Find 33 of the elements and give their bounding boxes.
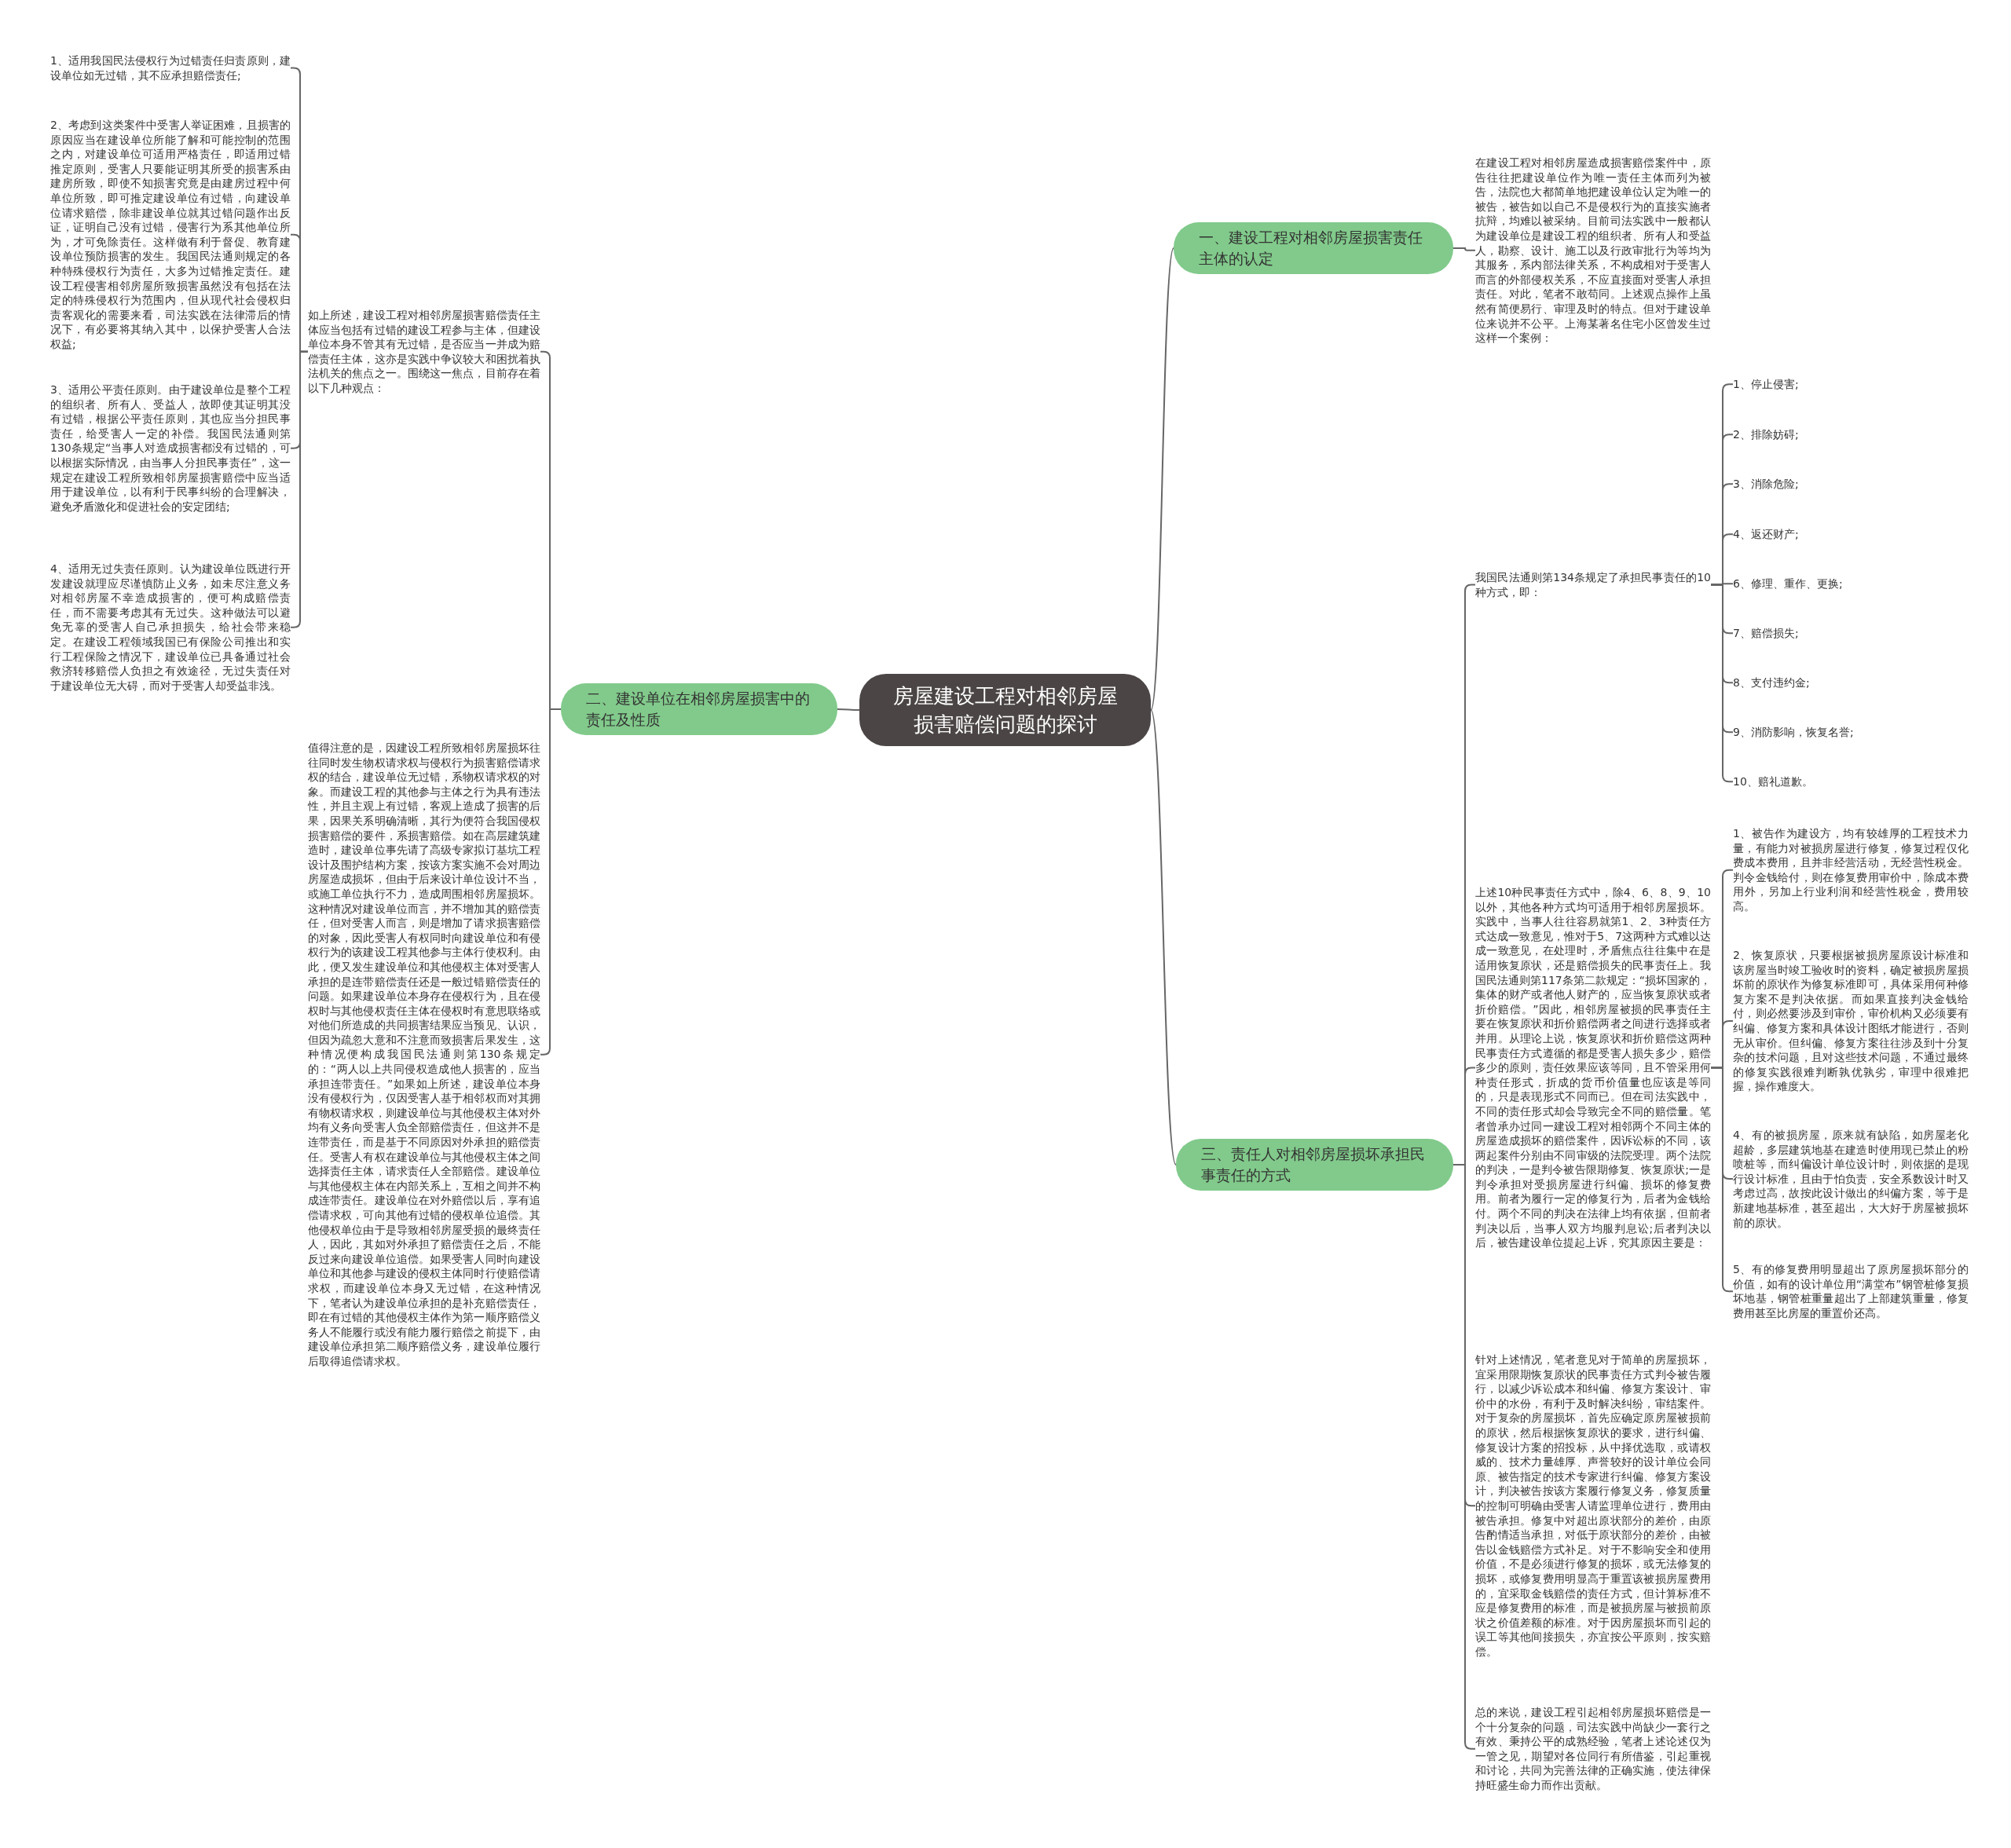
branch-topic: 二、建设单位在相邻房屋损害中的责任及性质 bbox=[561, 683, 837, 735]
note-text: 8、支付违约金; bbox=[1733, 675, 1929, 690]
note-text: 值得注意的是，因建设工程所致相邻房屋损坏往往同时发生物权请求权与侵权行为损害赔偿请求权的结合，建设单位无过错，系物权请求权的对象。而建设工程的其他参与主体之行为具有违法性，并且主观上有过错，客观上造成了损害的后果，因果关系明确清晰，其行为便符合我国侵权损害赔偿的要件，系损害赔偿。如在高层建筑建造时，建设单位事先请了高级专家拟订基坑工程设计及围护结构方案，按该方案实施不会对周边房屋造成损坏，但由于后来设计单位设计不当，或施工单位执行不力，造成周围相邻房屋损坏。这种情况对建设单位而言，并不增加其的赔偿责任，但对受害人而言，则是增加了请求损害赔偿的对象，因此受害人有权同时向建设单位和有侵权行为的该建设工程其他参与主体行使权利。由此，便又发生建设单位和其他侵权主体对受害人承担的是连带赔偿责任还是一般过错赔偿责任的问题。如果建设单位本身存在侵权行为，且在侵权时与其他侵权责任主体在侵权时有意思联络或对他们所造成的共同损害结果应当预见、认识，但因为疏忽大意和不注意而致损害后果发生，这种情况便构成我国民法通则第130条规定的：“两人以上共同侵权造成他人损害的，应当承担连带责任。”如果如上所述，建设单位本身没有侵权行为，仅因受害人基于相邻权而对其拥有物权请求权，则建设单位与其他侵权主体对外均有义务向受害人负全部赔偿责任，但这并不是连带责任，而是基于不同原因对外承担的赔偿责任。受害人有权在建设单位与其他侵权主体之间选择责任主体，请求责任人全部赔偿。建设单位与其他侵权主体在内部关系上，互相之间并不构成连带责任。建设单位在对外赔偿以后，享有追偿请求权，可向其他有过错的侵权单位追偿。其他侵权单位由于是导致相邻房屋受损的最终责任人，因此，其如对外承担了赔偿责任之后，不能反过来向建设单位追偿。如果受害人同时向建设单位和其他参与建设的侵权主体同时行使赔偿请求权，而建设单位本身又无过错，在这种情况下，笔者认为建设单位承担的是补充赔偿责任，即在有过错的其他侵权主体作为第一顺序赔偿义务人不能履行或没有能力履行赔偿之前提下，由建设单位承担第二顺序赔偿义务，建设单位履行后取得追偿请求权。 bbox=[308, 741, 540, 1369]
note-text: 7、赔偿损失; bbox=[1733, 626, 1929, 641]
note-text: 1、适用我国民法侵权行为过错责任归责原则，建设单位如无过错，其不应承担赔偿责任; bbox=[50, 53, 291, 83]
note-text: 9、消防影响，恢复名誉; bbox=[1733, 725, 1929, 740]
note-text: 5、有的修复费用明显超出了原房屋损坏部分的价值，如有的设计单位用“满堂布”钢管桩修复损坏地基，钢管桩重量超出了上部建筑重量，修复费用甚至比房屋的重置价还高。 bbox=[1733, 1262, 1969, 1321]
connector-line bbox=[1150, 247, 1174, 711]
note-text: 针对上述情况，笔者意见对于简单的房屋损坏，宜采用限期恢复原状的民事责任方式判令被告履行，以减少诉讼成本和纠偏、修复方案设计、审价中的水份，有利于及时解决纠纷，审结案件。对于复杂的房屋损坏，首先应确定原房屋被损前的原状，然后根据恢复原状的要求，进行纠偏、修复设计方案的招投标，从中择优选取，或请权威的、技术力量雄厚、声誉较好的设计单位会同原、被告指定的技术专家进行纠偏、修复方案设计，判决被告按该方案履行修复义务，修复质量的控制可明确由受害人请监理单位进行，费用由被告承担。修复中对超出原状部分的差价，由原告酌情适当承担，对低于原状部分的差价，由被告以金钱赔偿方式补足。对于不影响安全和使用价值，不是必须进行修复的损坏，或无法修复的损坏，或修复费用明显高于重置该被损房屋费用的，宜采取金钱赔偿的责任方式，但计算标准不应是修复费用的标准，而是被损房屋与被损前原状之价值差额的标准。对于因房屋损坏而引起的误工等其他间接损失，亦宜按公平原则，按实赔偿。 bbox=[1475, 1352, 1711, 1660]
connector-line bbox=[1452, 247, 1476, 251]
note-text: 3、消除危险; bbox=[1733, 477, 1929, 492]
note-text: 1、停止侵害; bbox=[1733, 377, 1929, 392]
note-text: 在建设工程对相邻房屋造成损害赔偿案件中，原告往往把建设单位作为唯一责任主体而列为被告，法院也大都简单地把建设单位认定为唯一的被告，被告如以自己不是侵权行为的直接实施者抗辩，均难以被采纳。目前司法实践中一般都认为建设单位是建设工程的组织者、所有人和受益人，勘察、设计、施工以及行政审批行为等均为其服务，系内部法律关系，不构成相对于受害人而言的外部侵权关系，不应直接面对受害人承担责任。对此，笔者不敢苟同。上述观点操作上虽然有简便易行、审理及时的特点。但对于建设单位来说并不公平。上海某著名住宅小区曾发生过这样一个案例： bbox=[1475, 156, 1711, 346]
note-text: 1、被告作为建设方，均有较雄厚的工程技术力量，有能力对被损房屋进行修复，修复过程仅化费成本费用，且并非经营活动，无经营性税金。判令金钱给付，则在修复费用审价中，除成本费用外，另加上行业利润和经营性税金，费用较高。 bbox=[1733, 826, 1969, 914]
note-text: 6、修理、重作、更换; bbox=[1733, 576, 1929, 591]
note-text: 总的来说，建设工程引起相邻房屋损坏赔偿是一个十分复杂的问题，司法实践中尚缺少一套行之有效、秉持公平的成熟经验，笔者上述论述仅为一管之见，期望对各位同行有所借鉴，引起重视和讨论，共同为完善法律的正确实施，使法律保持旺盛生命力而作出贡献。 bbox=[1475, 1705, 1711, 1793]
note-text: 如上所述，建设工程对相邻房屋损害赔偿责任主体应当包括有过错的建设工程参与主体，但建设单位本身不管其有无过错，是否应当一并成为赔偿责任主体，这亦是实践中争议较大和困扰着执法机关的焦点之一。围绕这一焦点，目前存在着以下几种观点： bbox=[308, 308, 540, 396]
note-text: 10、赔礼道歉。 bbox=[1733, 774, 1929, 789]
note-text: 2、排除妨碍; bbox=[1733, 427, 1929, 442]
note-text: 4、适用无过失责任原则。认为建设单位既进行开发建设就理应尽谨慎防止义务，如未尽注意义务对相邻房屋不幸造成损害的，便可构成赔偿责任，而不需要考虑其有无过失。这种做法可以避免无辜的受害人自己承担损失，给社会带来稳定。在建设工程领域我国已有保险公司推出和实行工程保险之情况下，建设单位已具备通过社会救济转移赔偿人负担之有效途径，无过失责任对于建设单位无大碍，而对于受害人却受益非浅。 bbox=[50, 562, 291, 693]
note-text: 2、恢复原状，只要根据被损房屋原设计标准和该房屋当时竣工验收时的资料，确定被损房屋损坏前的原状作为修复标准即可，具体采用何种修复方案不是判决依据。而如果直接判决金钱给付，则必然要涉及到审价，审价机构又必须要有纠偏、修复方案和具体设计图纸才能进行，否则无从审价。但纠偏、修复方案往往涉及到十分复杂的技术问题，且对这些技术问题，不通过最终的修复实践很难判断孰优孰劣，审理中很难把握，操作难度大。 bbox=[1733, 948, 1969, 1094]
note-text: 2、考虑到这类案件中受害人举证困难，且损害的原因应当在建设单位所能了解和可能控制的范围之内，对建设单位可适用严格责任，即适用过错推定原则，受害人只要能证明其所受的损害系由建房所致，即使不知损害究竟是由建房过程中何单位所致，即可推定建设单位有过错，向建设单位请求赔偿，除非建设单位就其过错问题作出反证，证明自己没有过错，侵害行为系其他单位所为，才可免除责任。这样做有利于督促、教育建设单位预防损害的发生。我国民法通则规定的各种特殊侵权行为责任，大多为过错推定责任。建设工程侵害相邻房屋所致损害虽然没有包括在法定的特殊侵权行为范围内，但从现代社会侵权归责客观化的需要来看，司法实践在法律滞后的情况下，有必要将其纳入其中，以保护受害人合法权益; bbox=[50, 118, 291, 352]
central-topic: 房屋建设工程对相邻房屋损害赔偿问题的探讨 bbox=[859, 674, 1151, 746]
branch-topic: 三、责任人对相邻房屋损坏承担民事责任的方式 bbox=[1176, 1139, 1453, 1191]
connector-line bbox=[1150, 709, 1177, 1166]
note-text: 4、返还财产; bbox=[1733, 527, 1929, 542]
note-text: 4、有的被损房屋，原来就有缺陷，如房屋老化超龄，多层建筑地基在建造时使用现已禁止的粉喷桩等，而纠偏设计单位设计时，则依据的是现行设计标准，且由于怕负责，安全系数设计时又考虑过高，故按此设计做出的纠偏方案，等于是新建地基标准，甚至超出，大大好于房屋被损坏前的原状。 bbox=[1733, 1128, 1969, 1231]
connector-line bbox=[837, 708, 860, 711]
note-text: 我国民法通则第134条规定了承担民事责任的10种方式，即： bbox=[1475, 570, 1711, 600]
connector-line bbox=[290, 350, 309, 628]
note-text: 3、适用公平责任原则。由于建设单位是整个工程的组织者、所有人、受益人，故即使其证明其没有过错，根据公平责任原则，其也应当分担民事责任，给受害人一定的补偿。我国民法通则第130条规定“当事人对造成损害都没有过错的，可以根据实际情况，由当事人分担民事责任”，这一规定在建设工程所致相邻房屋损害赔偿中应当适用于建设单位，以有利于民事纠纷的合理解决，避免矛盾激化和促进社会的安定团结; bbox=[50, 382, 291, 514]
branch-topic: 一、建设工程对相邻房屋损害责任主体的认定 bbox=[1174, 222, 1453, 274]
note-text: 上述10种民事责任方式中，除4、6、8、9、10以外，其他各种方式均可适用于相邻房屋损坏。实践中，当事人往往容易就第1、2、3种责任方式达成一致意见，惟对于5、7这两种方式难以达成一致意见，在处理时，矛盾焦点往往集中在是适用恢复原状，还是赔偿损失的民事责任上。我国民法通则第117条第二款规定：“损坏国家的，集体的财产或者他人财产的，应当恢复原状或者折价赔偿。”因此，相邻房屋被损的民事责任主要在恢复原状和折价赔偿两者之间进行选择或者并用。从理论上说，恢复原状和折价赔偿这两种民事责任方式遵循的都是受害人损失多少，赔偿多少的原则，责任效果应该等同，且不管采用何种责任形式，折成的货币价值量也应该是等同的，只是表现形式不同而已。但在司法实践中，不同的责任形式却会导致完全不同的赔偿量。笔者曾承办过同一建设工程对相邻两个不同主体的房屋造成损坏的赔偿案件，因诉讼标的不同，该两起案件分别由不同审级的法院受理。两个法院的判决，一是判令被告限期修复、恢复原状;一是判令承担对受损房屋进行纠偏、损坏的修复费用。前者为履行一定的修复行为，后者为金钱给付。两个不同的判决在法律上均有依据，但前者判决以后，当事人双方均服判息讼;后者判决以后，被告建设单位提起上诉，究其原因主要是： bbox=[1475, 885, 1711, 1250]
